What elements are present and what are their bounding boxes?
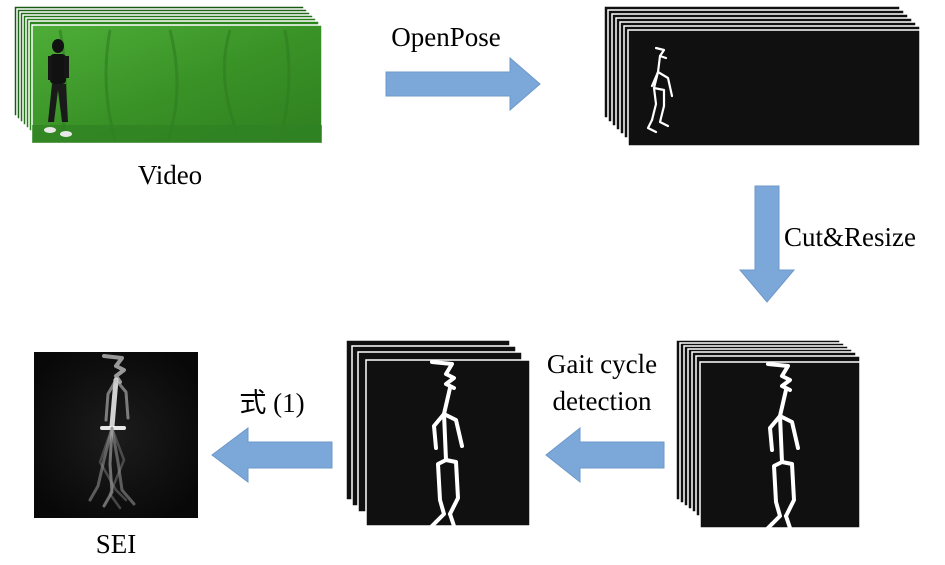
person-walking-green-screen-icon [44,39,72,137]
sei-image [34,352,198,518]
arrow-left-gait [545,426,665,484]
gait-cycle-frame-stack [345,339,531,540]
video-label: Video [138,160,202,190]
arrow-down [738,185,796,303]
sei-label: SEI [96,529,137,559]
gait-cycle-label-line1: Gait cycle [547,349,657,379]
gait-cycle-label-line2: detection [553,386,652,416]
arrow-right [385,56,541,112]
video-frame-stack [13,5,323,144]
openpose-frame-stack [603,5,921,147]
arrow-left-formula [211,427,333,483]
formula-label: 式 (1) [239,388,304,418]
cut-resize-label: Cut&Resize [784,222,916,252]
openpose-label: OpenPose [391,22,501,52]
resized-frame-stack [675,339,861,542]
